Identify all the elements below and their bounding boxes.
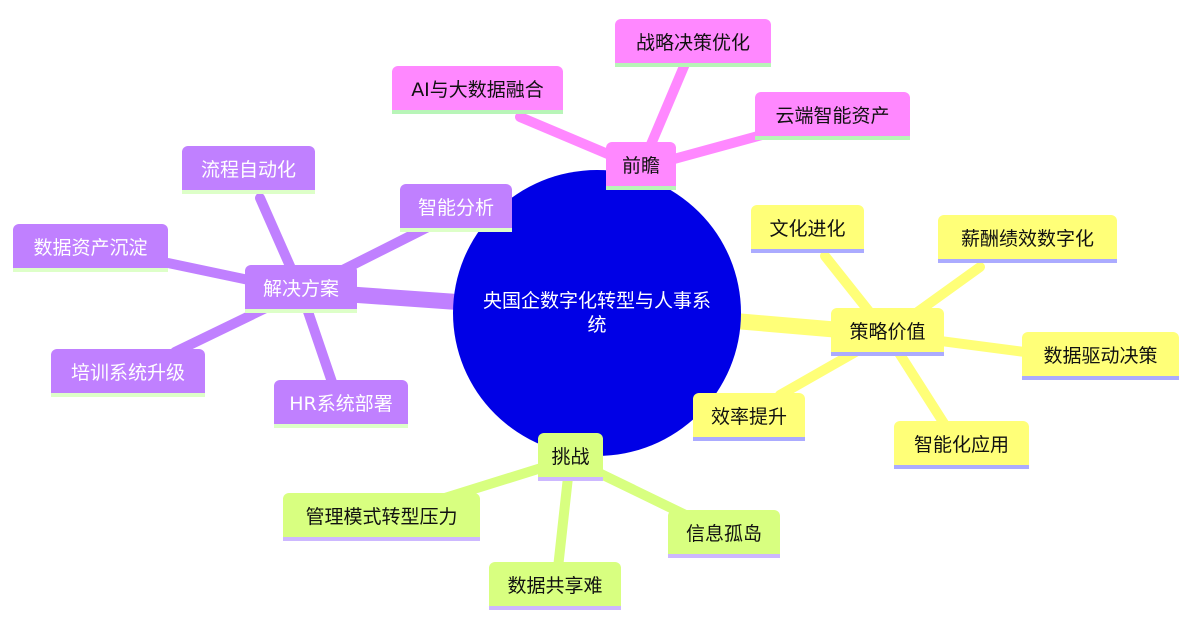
node-outlook[interactable]: 前瞻 [606,142,676,190]
node-process-automation[interactable]: 流程自动化 [182,146,315,194]
node-compensation[interactable]: 薪酬绩效数字化 [938,215,1117,263]
node-challenges[interactable]: 挑战 [538,433,603,481]
node-info-silos[interactable]: 信息孤岛 [668,510,780,558]
node-data-sharing[interactable]: 数据共享难 [489,562,621,610]
node-ai-bigdata[interactable]: AI与大数据融合 [392,66,563,114]
node-management-pressure[interactable]: 管理模式转型压力 [283,493,480,541]
node-training-upgrade[interactable]: 培训系统升级 [51,349,205,397]
node-strategic-decision[interactable]: 战略决策优化 [615,19,771,67]
node-smart-analysis[interactable]: 智能分析 [400,184,512,232]
root-label-line1: 央国企数字化转型与人事系 [482,290,711,312]
node-smart-application[interactable]: 智能化应用 [894,421,1029,469]
node-data-driven[interactable]: 数据驱动决策 [1022,332,1179,380]
root-label-line2: 统 [587,314,607,336]
node-cloud-assets[interactable]: 云端智能资产 [755,92,910,140]
node-strategy[interactable]: 策略价值 [831,308,944,356]
node-hr-deployment[interactable]: HR系统部署 [274,380,408,428]
node-solutions[interactable]: 解决方案 [245,265,357,313]
node-culture[interactable]: 文化进化 [751,205,864,253]
node-efficiency[interactable]: 效率提升 [693,393,805,441]
node-data-assets[interactable]: 数据资产沉淀 [13,224,168,272]
